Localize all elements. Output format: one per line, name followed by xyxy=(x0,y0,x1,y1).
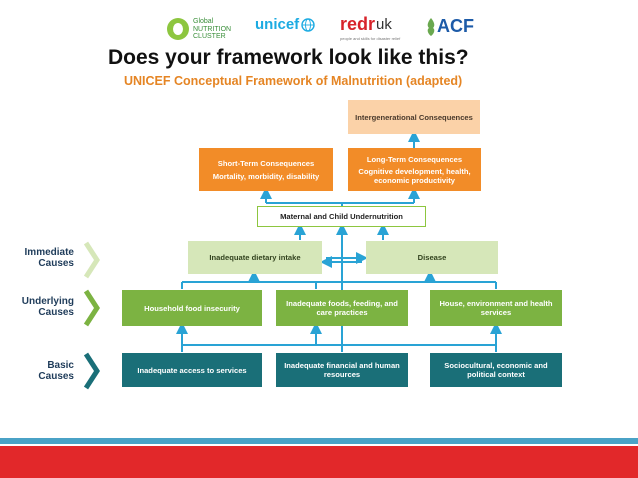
level-basic-line2: Causes xyxy=(38,371,74,382)
footer-red-bar xyxy=(0,446,638,478)
level-label-underlying: Underlying Causes xyxy=(14,296,74,318)
level-label-basic: Basic Causes xyxy=(14,360,74,382)
short-term-detail: Mortality, morbidity, disability xyxy=(212,171,320,181)
redr-suffix: uk xyxy=(376,16,392,33)
gnc-line2: NUTRITION xyxy=(193,25,232,33)
gnc-icon xyxy=(167,18,189,41)
long-term-consequences-box: Long-Term Consequences Cognitive develop… xyxy=(348,148,481,191)
acf-wordmark: ACF xyxy=(437,16,474,36)
financial-human-resources-box: Inadequate financial and human resources xyxy=(276,353,408,387)
gnc-line3: CLUSTER xyxy=(193,33,226,40)
chevron-basic-icon xyxy=(83,352,100,390)
long-term-title: Long-Term Consequences xyxy=(366,154,463,164)
level-underlying-line2: Causes xyxy=(38,307,74,318)
chevron-immediate-icon xyxy=(83,241,100,279)
redr-wordmark: redr xyxy=(340,14,376,34)
chevron-underlying-icon xyxy=(83,289,100,327)
unicef-globe-icon xyxy=(301,17,315,32)
logo-bar: Global NUTRITION CLUSTER unicef redr uk … xyxy=(0,14,638,46)
level-immediate-line2: Causes xyxy=(38,258,74,269)
gnc-line1: Global xyxy=(193,18,214,25)
level-label-immediate: Immediate Causes xyxy=(14,247,74,269)
intergenerational-consequences-box: Intergenerational Consequences xyxy=(348,100,480,134)
short-term-consequences-box: Short-Term Consequences Mortality, morbi… xyxy=(199,148,333,191)
framework-subtitle: UNICEF Conceptual Framework of Malnutrit… xyxy=(124,74,463,88)
access-to-services-box: Inadequate access to services xyxy=(122,353,262,387)
level-underlying-line1: Underlying xyxy=(21,296,74,307)
slide-title: Does your framework look like this? xyxy=(108,46,469,69)
acf-logo: ACF xyxy=(425,16,474,37)
unicef-wordmark: unicef xyxy=(255,16,300,33)
redr-tagline: people and skills for disaster relief xyxy=(340,36,401,41)
redr-logo: redr uk people and skills for disaster r… xyxy=(340,14,400,41)
level-immediate-line1: Immediate xyxy=(24,247,74,258)
long-term-detail: Cognitive development, health, economic … xyxy=(358,166,471,185)
disease-box: Disease xyxy=(366,241,498,274)
sociocultural-context-box: Sociocultural, economic and political co… xyxy=(430,353,562,387)
footer-blue-bar xyxy=(0,438,638,444)
level-basic-line1: Basic xyxy=(47,360,74,371)
unicef-logo: unicef xyxy=(255,16,315,33)
inadequate-dietary-intake-box: Inadequate dietary intake xyxy=(188,241,322,274)
global-nutrition-cluster-logo: Global NUTRITION CLUSTER xyxy=(167,18,231,41)
gnc-wordmark: Global NUTRITION CLUSTER xyxy=(193,18,231,41)
acf-flame-icon xyxy=(427,17,435,36)
maternal-child-undernutrition-box: Maternal and Child Undernutrition xyxy=(257,206,426,227)
house-environment-health-box: House, environment and health services xyxy=(430,290,562,326)
feeding-care-practices-box: Inadequate foods, feeding, and care prac… xyxy=(276,290,408,326)
household-food-insecurity-box: Household food insecurity xyxy=(122,290,262,326)
short-term-title: Short-Term Consequences xyxy=(217,158,315,168)
